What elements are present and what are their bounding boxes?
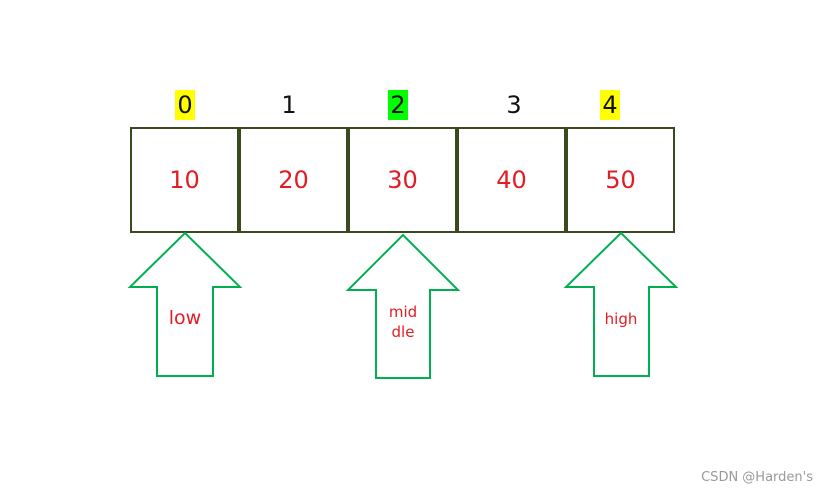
watermark: CSDN @Harden's: [701, 470, 813, 485]
array-cell-2: 30: [348, 127, 457, 233]
index-highlight-4: 4: [600, 90, 620, 120]
array-cell-0: 10: [130, 127, 239, 233]
index-highlight-0: 0: [175, 90, 195, 120]
index-label-4: 4: [595, 88, 625, 122]
array-cell-1: 20: [239, 127, 348, 233]
array-cell-3: 40: [457, 127, 566, 233]
cell-value: 40: [496, 166, 527, 194]
index-label-0: 0: [170, 88, 200, 122]
middle-pointer-label: mid dle: [373, 302, 433, 342]
low-pointer-label: low: [168, 307, 202, 329]
middle-label-line-1: mid: [388, 303, 418, 321]
index-highlight-2: 2: [388, 90, 408, 120]
index-label-2: 2: [383, 88, 413, 122]
cell-value: 10: [169, 166, 200, 194]
index-label-3: 3: [506, 91, 522, 119]
cell-value: 50: [605, 166, 636, 194]
array-cell-4: 50: [566, 127, 675, 233]
high-arrow-icon: [563, 231, 679, 377]
low-arrow-icon: [127, 231, 243, 377]
high-pointer-label: high: [604, 310, 638, 328]
cell-value: 20: [278, 166, 309, 194]
middle-label-line-2: dle: [391, 323, 415, 341]
index-label-1: 1: [281, 91, 297, 119]
cell-value: 30: [387, 166, 418, 194]
middle-arrow-icon: [345, 233, 461, 379]
